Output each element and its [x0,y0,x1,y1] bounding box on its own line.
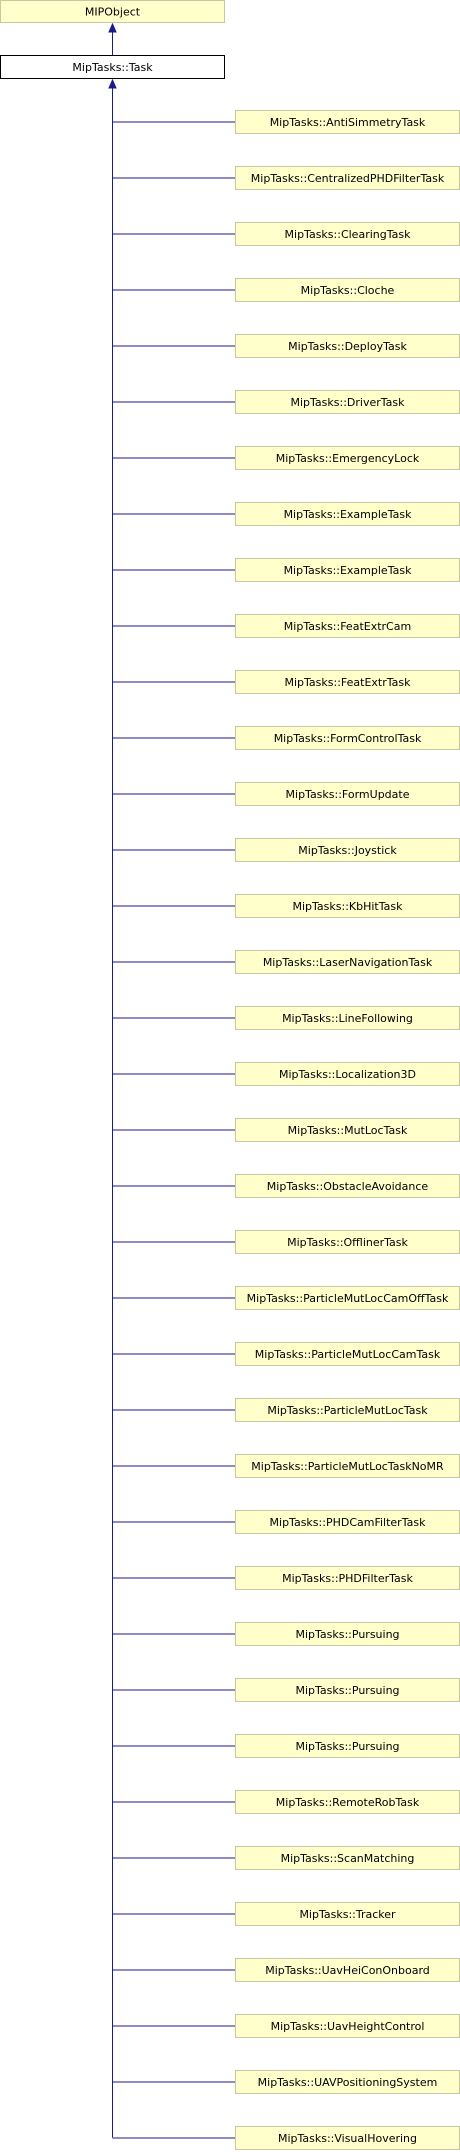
node-child[interactable]: MipTasks::FormUpdate [235,782,460,806]
node-child-label: MipTasks::Joystick [298,844,397,857]
node-child[interactable]: MipTasks::FormControlTask [235,726,460,750]
node-child[interactable]: MipTasks::Joystick [235,838,460,862]
node-child[interactable]: MipTasks::PHDCamFilterTask [235,1510,460,1534]
node-child[interactable]: MipTasks::UAVPositioningSystem [235,2070,460,2094]
node-child[interactable]: MipTasks::Pursuing [235,1734,460,1758]
node-child-label: MipTasks::ParticleMutLocTask [267,1404,428,1417]
node-child-label: MipTasks::ClearingTask [285,228,412,241]
node-child-label: MipTasks::UavHeiConOnboard [265,1964,430,1977]
node-child-label: MipTasks::Tracker [299,1908,396,1921]
node-root-label: MIPObject [85,6,141,19]
node-child[interactable]: MipTasks::ScanMatching [235,1846,460,1870]
node-child[interactable]: MipTasks::ExampleTask [235,502,460,526]
node-child[interactable]: MipTasks::FeatExtrCam [235,614,460,638]
node-child-label: MipTasks::ParticleMutLocTaskNoMR [251,1460,444,1473]
node-child[interactable]: MipTasks::VisualHovering [235,2126,460,2150]
arrowhead-task [108,78,117,89]
node-child[interactable]: MipTasks::ParticleMutLocCamTask [235,1342,460,1366]
node-child[interactable]: MipTasks::Tracker [235,1902,460,1926]
node-child-label: MipTasks::FeatExtrCam [284,620,411,633]
node-child-label: MipTasks::EmergencyLock [276,452,420,465]
node-child-label: MipTasks::ParticleMutLocCamTask [255,1348,441,1361]
node-child[interactable]: MipTasks::MutLocTask [235,1118,460,1142]
node-child[interactable]: MipTasks::ParticleMutLocTask [235,1398,460,1422]
edges-layer [108,22,236,2139]
node-child-label: MipTasks::ObstacleAvoidance [267,1180,429,1193]
node-child[interactable]: MipTasks::ObstacleAvoidance [235,1174,460,1198]
node-current-label: MipTasks::Task [72,61,153,74]
node-child[interactable]: MipTasks::AntiSimmetryTask [235,110,460,134]
node-child[interactable]: MipTasks::Pursuing [235,1678,460,1702]
node-child[interactable]: MipTasks::EmergencyLock [235,446,460,470]
node-child-label: MipTasks::Pursuing [295,1628,399,1641]
node-child[interactable]: MipTasks::PHDFilterTask [235,1566,460,1590]
node-child-label: MipTasks::Cloche [301,284,395,297]
node-child[interactable]: MipTasks::LineFollowing [235,1006,460,1030]
node-child-label: MipTasks::KbHitTask [293,900,404,913]
node-child-label: MipTasks::AntiSimmetryTask [270,116,426,129]
node-child[interactable]: MipTasks::ParticleMutLocTaskNoMR [235,1454,460,1478]
node-child[interactable]: MipTasks::ExampleTask [235,558,460,582]
node-child[interactable]: MipTasks::OfflinerTask [235,1230,460,1254]
node-child[interactable]: MipTasks::RemoteRobTask [235,1790,460,1814]
node-child-label: MipTasks::DeployTask [288,340,407,353]
node-child-label: MipTasks::DriverTask [290,396,405,409]
node-child-label: MipTasks::Pursuing [295,1684,399,1697]
node-child-label: MipTasks::PHDCamFilterTask [270,1516,427,1529]
node-current-box [0,55,225,79]
node-child-label: MipTasks::PHDFilterTask [282,1572,413,1585]
node-child-label: MipTasks::FormControlTask [274,732,422,745]
node-child-label: MipTasks::Pursuing [295,1740,399,1753]
node-child-label: MipTasks::UavHeightControl [271,2020,425,2033]
node-current[interactable]: MipTasks::Task [0,55,225,79]
node-child-label: MipTasks::FormUpdate [286,788,410,801]
node-child-label: MipTasks::RemoteRobTask [276,1796,420,1809]
node-child-label: MipTasks::Localization3D [279,1068,416,1081]
node-child-label: MipTasks::ExampleTask [284,564,413,577]
node-child-label: MipTasks::FeatExtrTask [285,676,412,689]
node-child-label: MipTasks::CentralizedPHDFilterTask [251,172,445,185]
node-child[interactable]: MipTasks::UavHeightControl [235,2014,460,2038]
node-child[interactable]: MipTasks::Localization3D [235,1062,460,1086]
node-child-label: MipTasks::LineFollowing [282,1012,413,1025]
node-child[interactable]: MipTasks::ClearingTask [235,222,460,246]
node-child[interactable]: MipTasks::LaserNavigationTask [235,950,460,974]
arrowhead-mipobject [108,22,117,33]
node-child-label: MipTasks::UAVPositioningSystem [258,2076,438,2089]
node-child[interactable]: MipTasks::KbHitTask [235,894,460,918]
children-layer: MipTasks::AntiSimmetryTaskMipTasks::Cent… [235,110,460,2150]
node-root[interactable]: MIPObject [0,0,225,23]
node-child-label: MipTasks::ParticleMutLocCamOffTask [247,1292,449,1305]
node-child-label: MipTasks::ScanMatching [281,1852,415,1865]
node-child-label: MipTasks::ExampleTask [284,508,413,521]
node-child-label: MipTasks::VisualHovering [278,2132,417,2145]
node-child[interactable]: MipTasks::Pursuing [235,1622,460,1646]
node-child-label: MipTasks::MutLocTask [288,1124,408,1137]
node-child[interactable]: MipTasks::CentralizedPHDFilterTask [235,166,460,190]
node-child[interactable]: MipTasks::FeatExtrTask [235,670,460,694]
node-child[interactable]: MipTasks::DriverTask [235,390,460,414]
node-child[interactable]: MipTasks::DeployTask [235,334,460,358]
node-child-label: MipTasks::LaserNavigationTask [263,956,433,969]
node-child[interactable]: MipTasks::Cloche [235,278,460,302]
node-child[interactable]: MipTasks::UavHeiConOnboard [235,1958,460,1982]
node-child-label: MipTasks::OfflinerTask [287,1236,408,1249]
node-root-box [0,0,225,23]
node-child[interactable]: MipTasks::ParticleMutLocCamOffTask [235,1286,460,1310]
